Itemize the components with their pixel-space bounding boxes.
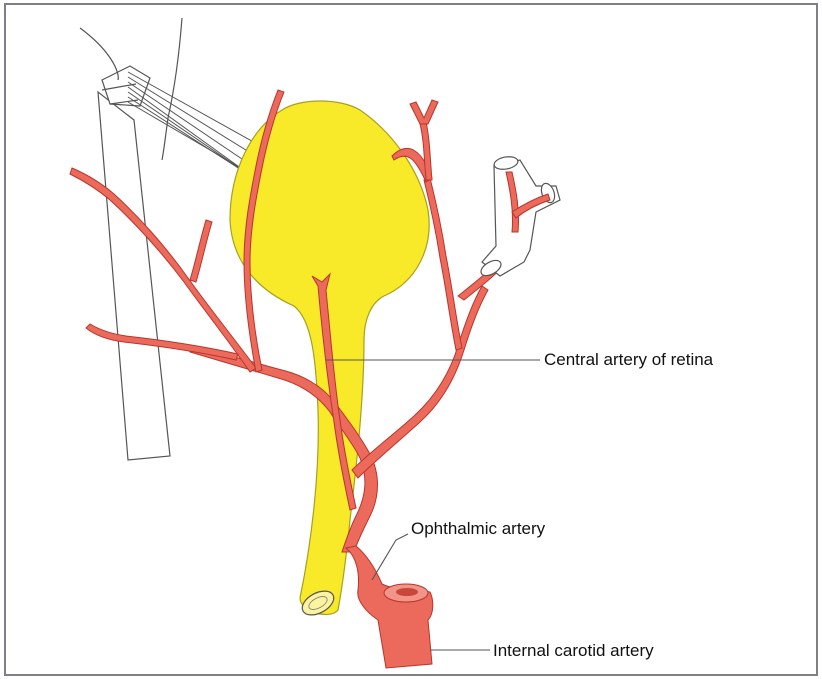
label-ophthalmic-artery: Ophthalmic artery xyxy=(411,519,545,539)
label-internal-carotid-artery: Internal carotid artery xyxy=(493,641,654,661)
label-central-artery-of-retina: Central artery of retina xyxy=(544,350,713,370)
